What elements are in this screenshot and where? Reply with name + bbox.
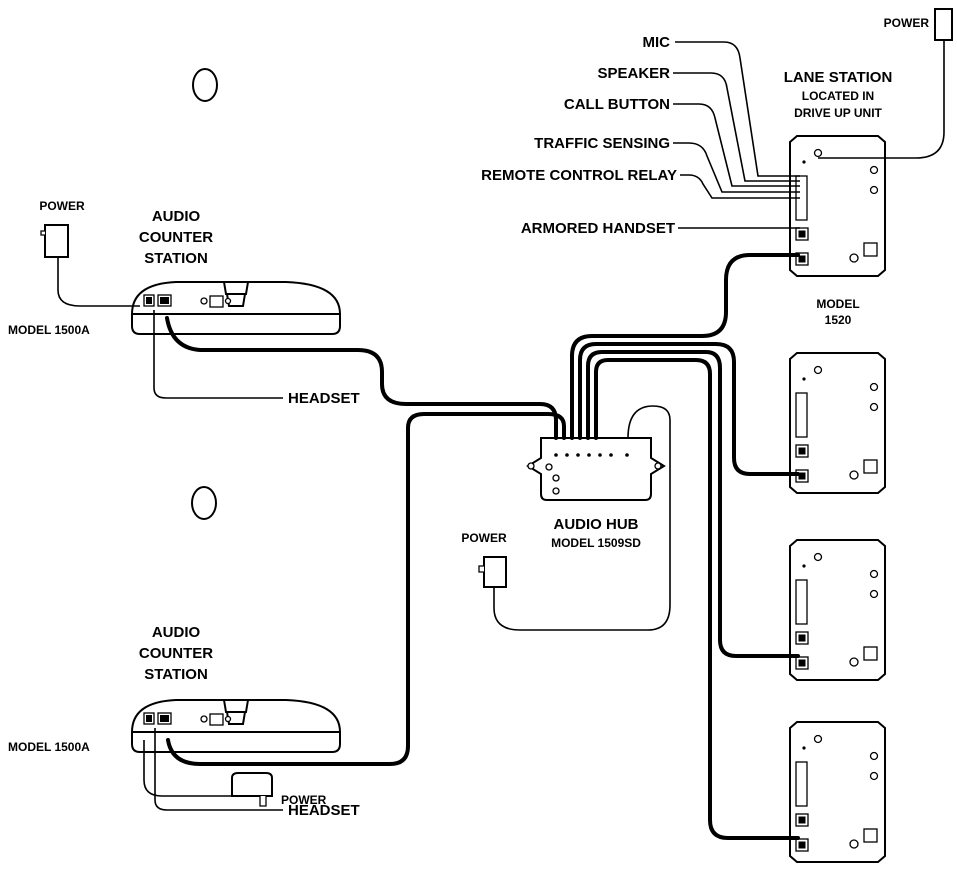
lane-station-4 xyxy=(789,721,886,863)
label-lane-station-title: LANE STATION xyxy=(784,69,893,86)
lane-station-2 xyxy=(789,352,886,494)
power-adapter-left xyxy=(40,224,140,307)
label-headset-top: HEADSET xyxy=(288,390,360,407)
audio-hub xyxy=(526,437,666,501)
label-traffic-sensing: TRAFFIC SENSING xyxy=(534,135,670,152)
label-power-hub: POWER xyxy=(461,531,507,545)
label-counter-station-top-3: STATION xyxy=(144,250,208,267)
label-model-1520-line1: MODEL xyxy=(816,297,859,311)
label-model-1500a-bottom: MODEL 1500A xyxy=(8,740,90,754)
label-power-left: POWER xyxy=(39,199,85,213)
audio-counter-station-top xyxy=(131,281,341,335)
label-counter-station-top-1: AUDIO xyxy=(152,208,201,225)
label-counter-station-bottom-1: AUDIO xyxy=(152,624,201,641)
audio-counter-station-bottom xyxy=(131,699,341,753)
cables xyxy=(165,253,800,840)
label-counter-station-top-2: COUNTER xyxy=(139,229,213,246)
headset-wire-top xyxy=(153,310,283,399)
label-model-1520-line2: 1520 xyxy=(825,313,852,327)
label-power-top-right: POWER xyxy=(884,16,930,30)
power-adapter-hub xyxy=(478,405,671,631)
label-mic: MIC xyxy=(643,34,671,51)
label-audio-hub-model: MODEL 1509SD xyxy=(551,536,641,550)
power-adapter-top-right xyxy=(818,8,953,159)
label-counter-station-bottom-3: STATION xyxy=(144,666,208,683)
label-counter-station-bottom-2: COUNTER xyxy=(139,645,213,662)
label-remote-control-relay: REMOTE CONTROL RELAY xyxy=(481,167,677,184)
label-call-button: CALL BUTTON xyxy=(564,96,670,113)
lane-station-3 xyxy=(789,539,886,681)
lane-station-1 xyxy=(789,135,886,277)
label-lane-station-sub1: LOCATED IN xyxy=(802,89,874,103)
label-lane-station-sub2: DRIVE UP UNIT xyxy=(794,106,882,120)
label-headset-bottom: HEADSET xyxy=(288,802,360,819)
label-power-bottom: POWER xyxy=(281,793,327,807)
gooseneck-mic-bottom xyxy=(191,486,237,703)
label-audio-hub-title: AUDIO HUB xyxy=(554,516,639,533)
label-speaker: SPEAKER xyxy=(597,65,670,82)
power-adapter-bottom xyxy=(143,740,273,807)
lane-station-signal-wires xyxy=(673,41,800,229)
gooseneck-mic-top xyxy=(192,68,237,281)
label-model-1500a-top: MODEL 1500A xyxy=(8,323,90,337)
headset-wire-bottom xyxy=(154,728,283,811)
label-armored-handset: ARMORED HANDSET xyxy=(521,220,675,237)
